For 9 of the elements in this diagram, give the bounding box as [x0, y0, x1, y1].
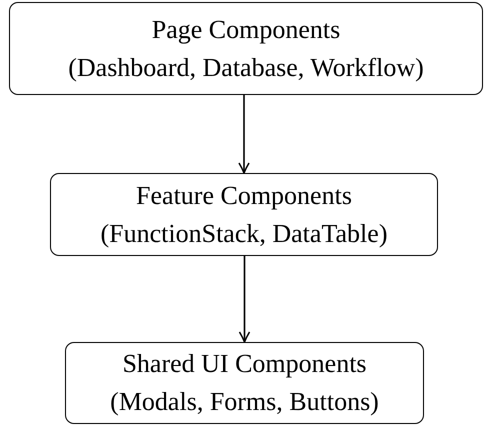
box-title: Shared UI Components: [122, 348, 367, 380]
box-title: Page Components: [152, 14, 340, 46]
box-subtitle: (FunctionStack, DataTable): [100, 218, 388, 250]
box-subtitle: (Dashboard, Database, Workflow): [68, 52, 424, 84]
box-title: Feature Components: [136, 180, 352, 212]
box-subtitle: (Modals, Forms, Buttons): [110, 386, 379, 418]
component-box: [65, 342, 424, 424]
component-box: [50, 173, 438, 256]
component-box: [9, 2, 483, 95]
